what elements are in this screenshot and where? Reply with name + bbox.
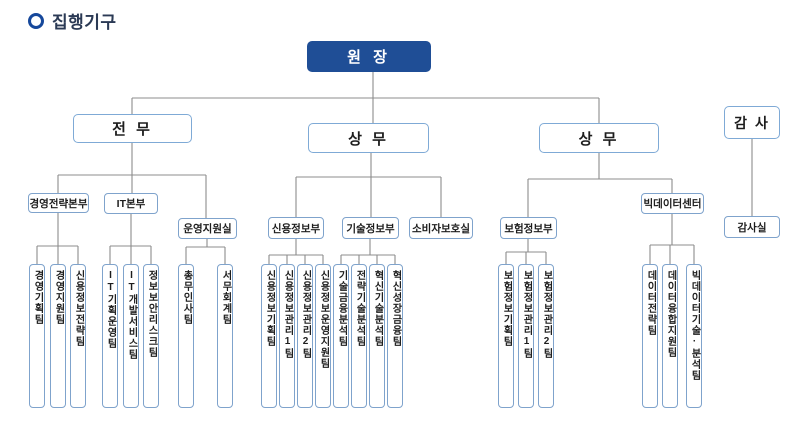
team-label: 기술금융분석팀 [336, 270, 347, 347]
org-node-team: 경영기획팀 [29, 264, 45, 408]
team-label: 혁신기술분석팀 [372, 270, 383, 347]
org-node-team: 빅데이터기술·분석팀 [686, 264, 702, 408]
org-node-team: 데이터융합지원팀 [662, 264, 678, 408]
org-node-team: 신용정보전략팀 [70, 264, 86, 408]
org-node-dept-insurance-info: 보험정보부 [500, 217, 557, 239]
org-node-managing-director-1: 상 무 [308, 123, 429, 153]
org-node-president: 원 장 [307, 41, 431, 72]
team-label: IT기획운영팀 [105, 270, 116, 349]
team-label: 혁신성장금융팀 [390, 270, 401, 347]
team-label: 보험정보관리1팀 [521, 270, 532, 359]
org-node-dept-it: IT본부 [104, 193, 158, 214]
org-node-audit-office: 감사실 [724, 216, 780, 238]
org-node-team: 혁신성장금융팀 [387, 264, 403, 408]
org-node-team: IT기획운영팀 [102, 264, 118, 408]
page-title: 집행기구 [52, 13, 117, 32]
org-node-team: 보험정보기획팀 [498, 264, 514, 408]
org-node-team: 서무회계팀 [217, 264, 233, 408]
org-node-team: 기술금융분석팀 [333, 264, 349, 408]
team-label: 데이터융합지원팀 [665, 270, 676, 358]
org-node-team: 전략기술분석팀 [351, 264, 367, 408]
team-label: 데이터전략팀 [645, 270, 656, 336]
bullet-ring-icon [28, 12, 44, 29]
team-label: 신용정보전략팀 [73, 270, 84, 347]
org-node-auditor: 감 사 [724, 106, 780, 139]
org-node-dept-bigdata-center: 빅데이터센터 [641, 193, 704, 214]
team-label: IT개발서비스팀 [126, 270, 137, 360]
org-node-team: 정보보안리스크팀 [143, 264, 159, 408]
team-label: 서무회계팀 [220, 270, 231, 325]
org-node-team: 데이터전략팀 [642, 264, 658, 408]
team-label: 총무인사팀 [181, 270, 192, 325]
team-label: 신용정보기획팀 [264, 270, 275, 347]
team-label: 신용정보관리2팀 [300, 270, 311, 359]
org-node-dept-credit-info: 신용정보부 [268, 217, 324, 239]
team-label: 빅데이터기술·분석팀 [689, 270, 700, 381]
org-node-team: 혁신기술분석팀 [369, 264, 385, 408]
org-node-executive-director: 전 무 [73, 114, 192, 143]
org-node-managing-director-2: 상 무 [539, 123, 659, 153]
team-label: 보험정보관리2팀 [541, 270, 552, 359]
org-node-team: 보험정보관리1팀 [518, 264, 534, 408]
section-heading: 집행기구 [28, 8, 117, 33]
team-label: 신용정보운영지원팀 [318, 270, 329, 369]
org-node-team: 보험정보관리2팀 [538, 264, 554, 408]
team-label: 경영기획팀 [32, 270, 43, 325]
org-node-dept-operations-support: 운영지원실 [178, 218, 237, 239]
team-label: 전략기술분석팀 [354, 270, 365, 347]
org-node-dept-management-strategy: 경영전략본부 [28, 193, 89, 213]
org-node-dept-tech-info: 기술정보부 [342, 217, 399, 239]
org-node-team: 신용정보운영지원팀 [315, 264, 331, 408]
org-node-team: 총무인사팀 [178, 264, 194, 408]
org-node-team: IT개발서비스팀 [123, 264, 139, 408]
team-label: 신용정보관리1팀 [282, 270, 293, 359]
team-label: 보험정보기획팀 [501, 270, 512, 347]
org-node-team: 신용정보관리2팀 [297, 264, 313, 408]
org-node-team: 신용정보관리1팀 [279, 264, 295, 408]
org-node-dept-consumer-protection: 소비자보호실 [409, 217, 473, 239]
team-label: 정보보안리스크팀 [146, 270, 157, 358]
org-node-team: 경영지원팀 [50, 264, 66, 408]
org-node-team: 신용정보기획팀 [261, 264, 277, 408]
team-label: 경영지원팀 [53, 270, 64, 325]
